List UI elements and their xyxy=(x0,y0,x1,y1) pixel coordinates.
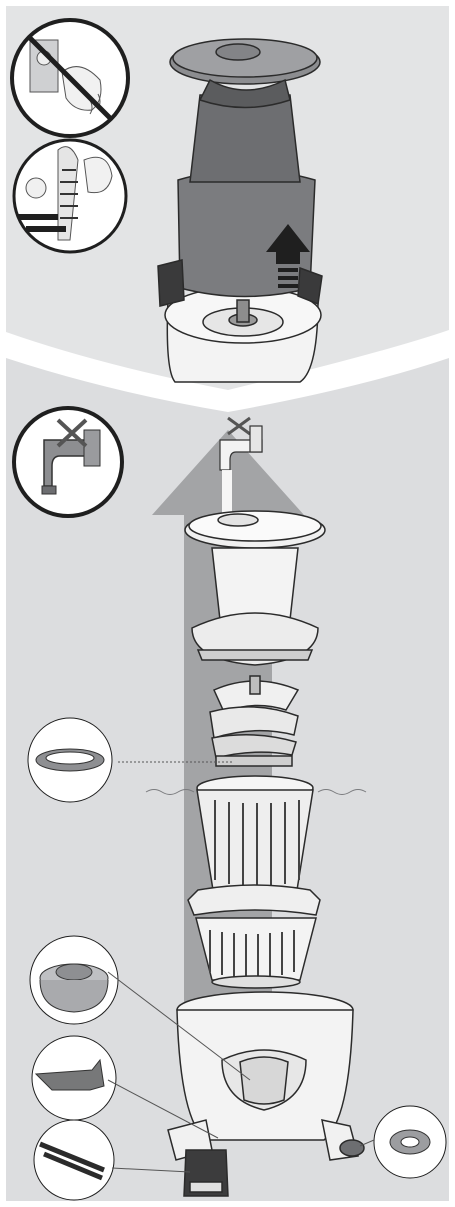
cap-seal-icon xyxy=(30,936,118,1024)
juicer-base-top xyxy=(165,287,321,382)
cleaning-brush-icon xyxy=(14,140,126,252)
wiper-tool-icon xyxy=(32,1036,116,1120)
silicone-ring-icon xyxy=(28,718,112,802)
drip-stopper-icon xyxy=(374,1106,446,1178)
juicer-auger xyxy=(210,676,298,766)
juicer-strainer xyxy=(197,776,313,890)
brush-tool-icon xyxy=(34,1120,114,1200)
no-outlet-icon xyxy=(12,20,128,136)
faucet-icon xyxy=(14,408,122,516)
